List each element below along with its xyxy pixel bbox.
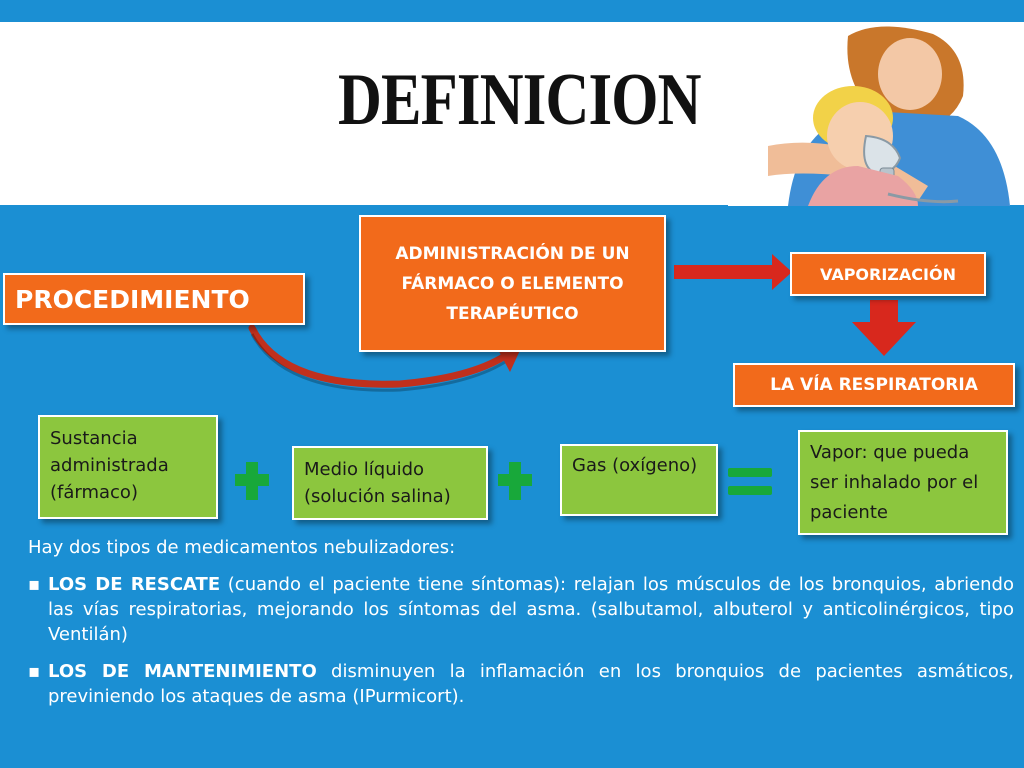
medio-liquido-box: Medio líquido (solución salina) <box>292 446 488 520</box>
plus-icon-2 <box>498 462 532 500</box>
plus-icon <box>235 462 269 500</box>
curved-arrow <box>248 324 509 388</box>
top-band <box>0 0 1024 22</box>
bullet-marker-2: ▪ <box>28 661 41 682</box>
right-arrow-head <box>772 254 792 290</box>
equals-icon <box>728 468 772 498</box>
sustancia-box: Sustancia administrada (fármaco) <box>38 415 218 519</box>
mantenimiento-text: disminuyen la inflamación en los bronqui… <box>48 661 1014 707</box>
intro-text: Hay dos tipos de medicamentos nebulizado… <box>28 537 456 558</box>
down-arrow-head <box>852 322 916 356</box>
body-text: Hay dos tipos de medicamentos nebulizado… <box>28 535 1014 721</box>
slide-title: DEFINICION <box>338 59 701 141</box>
rescate-text: (cuando el paciente tiene síntomas): rel… <box>48 574 1014 645</box>
nebulizer-illustration <box>728 26 1010 206</box>
mantenimiento-label: LOS DE MANTENIMIENTO <box>48 661 317 682</box>
bullet-rescate: ▪ LOS DE RESCATE (cuando el paciente tie… <box>28 572 1014 647</box>
vapor-box: Vapor: que pueda ser inhalado por el pac… <box>798 430 1008 535</box>
vaporizacion-box: VAPORIZACIÓN <box>790 252 986 296</box>
administracion-box: ADMINISTRACIÓN DE UN FÁRMACO O ELEMENTO … <box>359 215 666 352</box>
procedimiento-box: PROCEDIMIENTO <box>3 273 305 325</box>
bullet-mantenimiento: ▪ LOS DE MANTENIMIENTO disminuyen la inf… <box>28 659 1014 709</box>
gas-box: Gas (oxígeno) <box>560 444 718 516</box>
curved-arrow-shadow <box>250 333 506 392</box>
bullet-marker: ▪ <box>28 574 41 595</box>
via-respiratoria-box: LA VÍA RESPIRATORIA <box>733 363 1015 407</box>
rescate-label: LOS DE RESCATE <box>48 574 221 595</box>
